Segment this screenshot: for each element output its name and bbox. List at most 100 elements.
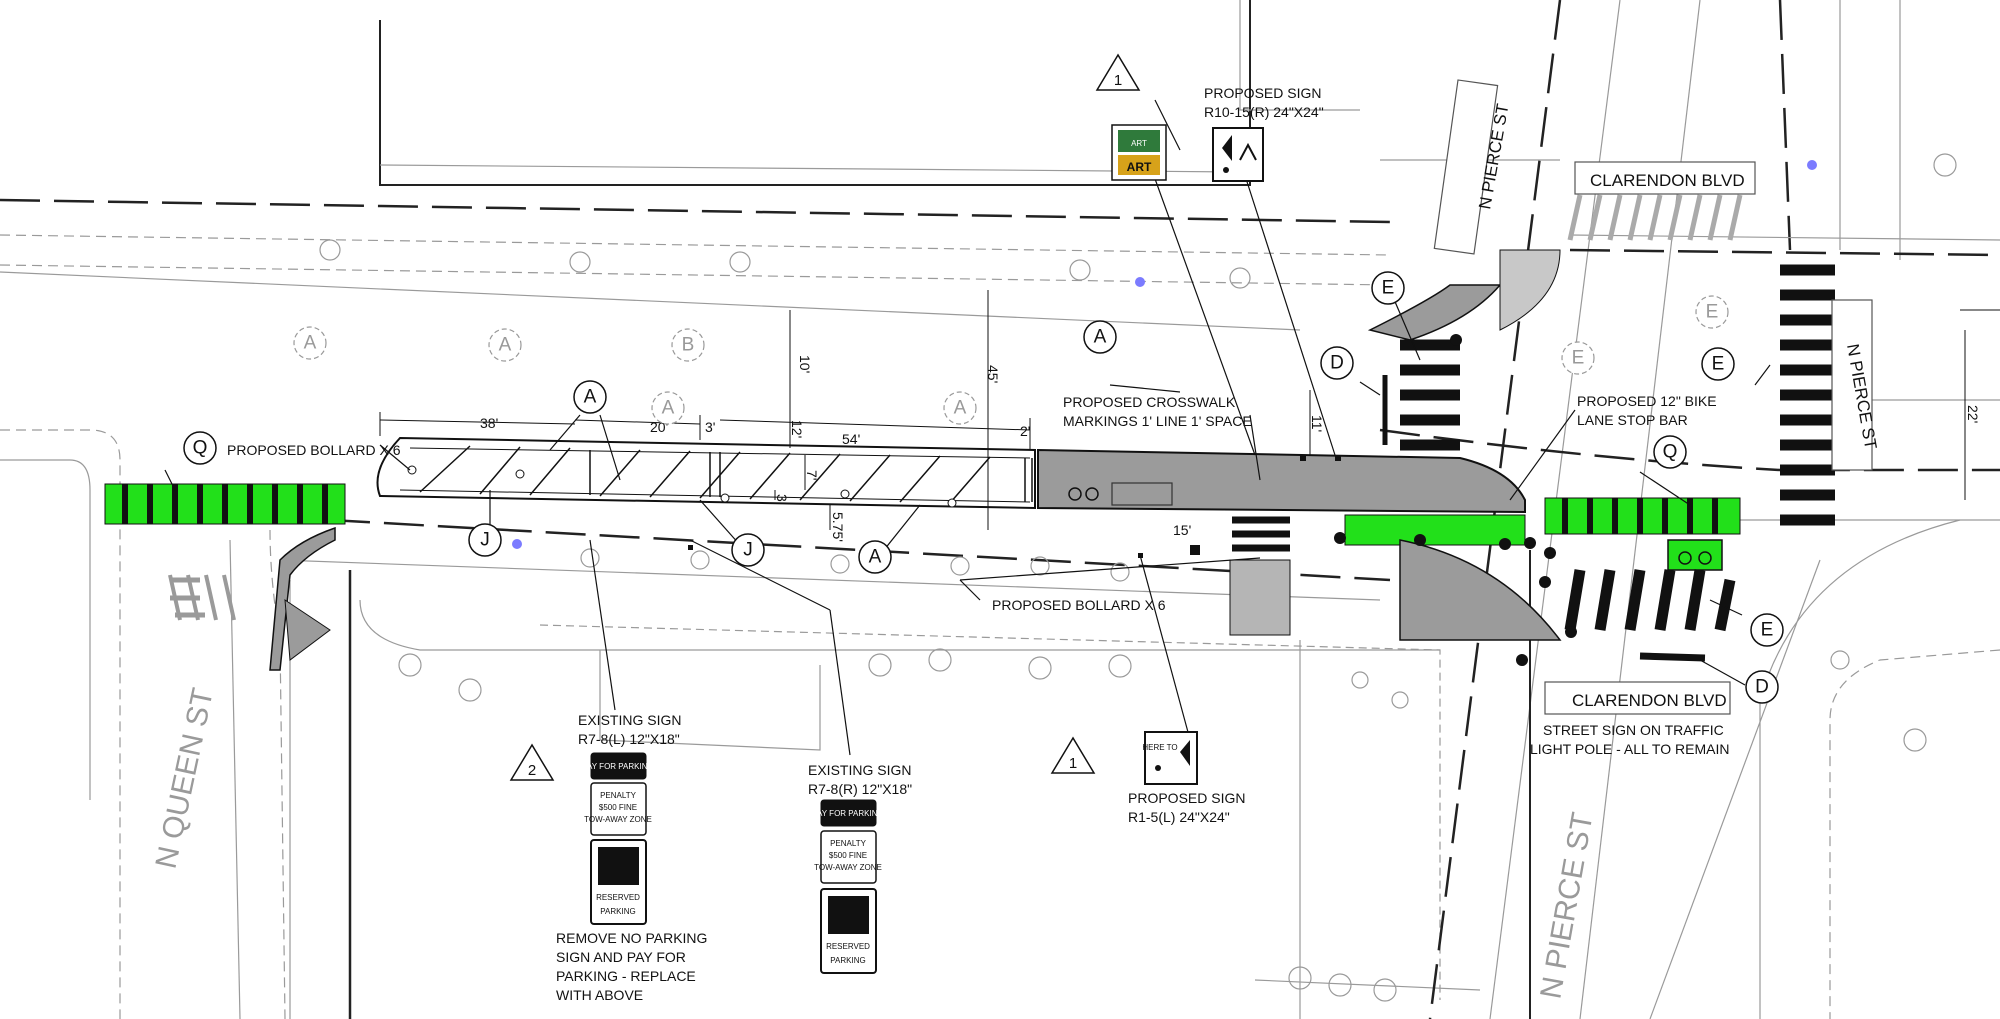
callout-A-existing-2: A <box>499 335 512 356</box>
callout-E-north: E <box>1382 278 1395 299</box>
note-bike-stop-1: PROPOSED 12" BIKE <box>1577 393 1717 409</box>
note-proposed-bollard-east: PROPOSED BOLLARD X 6 <box>992 597 1166 613</box>
callout-D-north: D <box>1330 353 1344 374</box>
callout-J-east: J <box>743 540 753 561</box>
callout-E-east: E <box>1712 354 1725 375</box>
callout-Q-east: Q <box>1663 442 1678 463</box>
note-sign-r1015-1: PROPOSED SIGN <box>1204 85 1321 101</box>
green-bike-crossing-west <box>104 483 346 525</box>
sign-pay-parking-left: PAY FOR PARKING <box>582 762 653 771</box>
street-sign-clarendon-south: CLARENDON BLVD <box>1544 681 1731 715</box>
dim-38: 38' <box>480 415 498 431</box>
note-crosswalk-2: MARKINGS 1' LINE 1' SPACE <box>1063 413 1252 429</box>
sign-penalty-right-1: PENALTY <box>830 839 867 848</box>
callout-Q-west: Q <box>193 438 208 459</box>
sign-pay-parking-right: PAY FOR PARKING <box>812 809 883 818</box>
sign-art-text-2: ART <box>1127 160 1152 174</box>
triangle-label-2: 2 <box>528 762 536 779</box>
dim-11: 11' <box>1309 415 1325 432</box>
note-existing-r-2: R7-8(R) 12"X18" <box>808 781 912 797</box>
dim-7: 7' <box>804 470 820 480</box>
leader-lines <box>164 99 1771 759</box>
sign-stack-right: PAY FOR PARKING PENALTY $500 FINE TOW-AW… <box>812 799 884 974</box>
street-sign-n-pierce-east: N PIERCE ST <box>1831 299 1880 471</box>
crosswalk-south <box>1564 569 1736 632</box>
triangle-key-1-north <box>1095 53 1141 91</box>
sign-here-to: HERE TO <box>1142 743 1177 752</box>
sign-penalty-right-2: $500 FINE <box>829 851 867 860</box>
dim-45: 45' <box>985 365 1001 383</box>
street-label-n-queen: N QUEEN ST <box>150 685 220 871</box>
dim-10: 10' <box>797 355 813 373</box>
dim-2: 2' <box>1020 423 1030 439</box>
sign-penalty-right-3: TOW-AWAY ZONE <box>814 863 882 872</box>
callout-A-existing-1: A <box>304 333 317 354</box>
dim-575: 5.75' <box>830 512 846 542</box>
callout-E-existing-2: E <box>1706 302 1719 323</box>
sign-r1-5l: HERE TO <box>1142 731 1198 785</box>
bike-box-symbol <box>1667 539 1723 571</box>
sign-penalty-left-3: TOW-AWAY ZONE <box>584 815 652 824</box>
sign-art-bus: ART ART <box>1111 124 1167 181</box>
sign-reserved-right-1: RESERVED <box>826 942 870 951</box>
note-street-sign-1: STREET SIGN ON TRAFFIC <box>1543 722 1724 738</box>
note-bike-stop-2: LANE STOP BAR <box>1577 412 1688 428</box>
note-sign-r15-1: PROPOSED SIGN <box>1128 790 1245 806</box>
callout-A-island: A <box>584 387 597 408</box>
dim-12: 12' <box>789 420 805 438</box>
proposed-median-island <box>269 249 1562 671</box>
green-bike-crossing-east <box>1344 497 1741 571</box>
triangle-key-2 <box>509 743 555 781</box>
note-remove-4: WITH ABOVE <box>556 987 643 1003</box>
note-street-sign-2: LIGHT POLE - ALL TO REMAIN <box>1530 741 1729 757</box>
street-label-n-pierce-south: N PIERCE ST <box>1534 810 1599 1001</box>
callout-A-crosswalk: A <box>1094 327 1107 348</box>
crosswalk-east <box>1780 264 1835 526</box>
triangle-key-1-south <box>1050 736 1096 774</box>
street-label-clarendon-north: CLARENDON BLVD <box>1590 171 1745 190</box>
note-sign-r15-2: R1-5(L) 24"X24" <box>1128 809 1230 825</box>
sign-reserved-right-2: PARKING <box>830 956 865 965</box>
callout-B-existing: B <box>682 335 695 356</box>
dim-3b: 3' <box>774 494 790 504</box>
callout-J-west: J <box>480 530 490 551</box>
crosswalk-north <box>1400 339 1460 451</box>
callout-A-existing-3: A <box>662 398 675 419</box>
street-sign-n-pierce-north: N PIERCE ST <box>1433 79 1512 255</box>
callout-A-south: A <box>869 547 882 568</box>
dim-54: 54' <box>842 431 860 447</box>
note-proposed-bollard-west: PROPOSED BOLLARD X 6 <box>227 442 401 458</box>
dimension-lines <box>379 290 2000 530</box>
sign-stack-left: PAY FOR PARKING PENALTY $500 FINE TOW-AW… <box>582 752 654 925</box>
callout-E-existing-1: E <box>1572 348 1585 369</box>
crosswalk-mid-block <box>1232 516 1290 552</box>
sign-post-markers <box>512 160 1817 558</box>
callout-E-south: E <box>1761 620 1774 641</box>
dim-3a: 3' <box>705 419 715 435</box>
note-remove-2: SIGN AND PAY FOR <box>556 949 686 965</box>
sign-art-text-1: ART <box>1131 139 1147 148</box>
note-existing-r-1: EXISTING SIGN <box>808 762 911 778</box>
sign-reserved-left-2: PARKING <box>600 907 635 916</box>
sign-penalty-left-1: PENALTY <box>600 791 637 800</box>
dim-22: 22' <box>1965 405 1981 423</box>
tree-symbols <box>319 153 1957 1002</box>
note-remove-3: PARKING - REPLACE <box>556 968 696 984</box>
street-label-clarendon-south: CLARENDON BLVD <box>1572 691 1727 710</box>
triangle-label-1-north: 1 <box>1114 72 1122 89</box>
callout-A-existing-4: A <box>954 398 967 419</box>
traffic-signal-poles <box>1334 334 1577 666</box>
note-existing-l-1: EXISTING SIGN <box>578 712 681 728</box>
street-sign-clarendon-north: CLARENDON BLVD <box>1574 161 1756 195</box>
sign-r10-15r <box>1212 127 1264 182</box>
triangle-label-1-south: 1 <box>1069 755 1077 772</box>
callout-D-south: D <box>1755 677 1769 698</box>
note-existing-l-2: R7-8(L) 12"X18" <box>578 731 680 747</box>
dim-15: 15' <box>1173 522 1191 538</box>
sign-reserved-left-1: RESERVED <box>596 893 640 902</box>
note-crosswalk-1: PROPOSED CROSSWALK <box>1063 394 1236 410</box>
sign-penalty-left-2: $500 FINE <box>599 803 637 812</box>
note-sign-r1015-2: R10-15(R) 24"X24" <box>1204 104 1324 120</box>
